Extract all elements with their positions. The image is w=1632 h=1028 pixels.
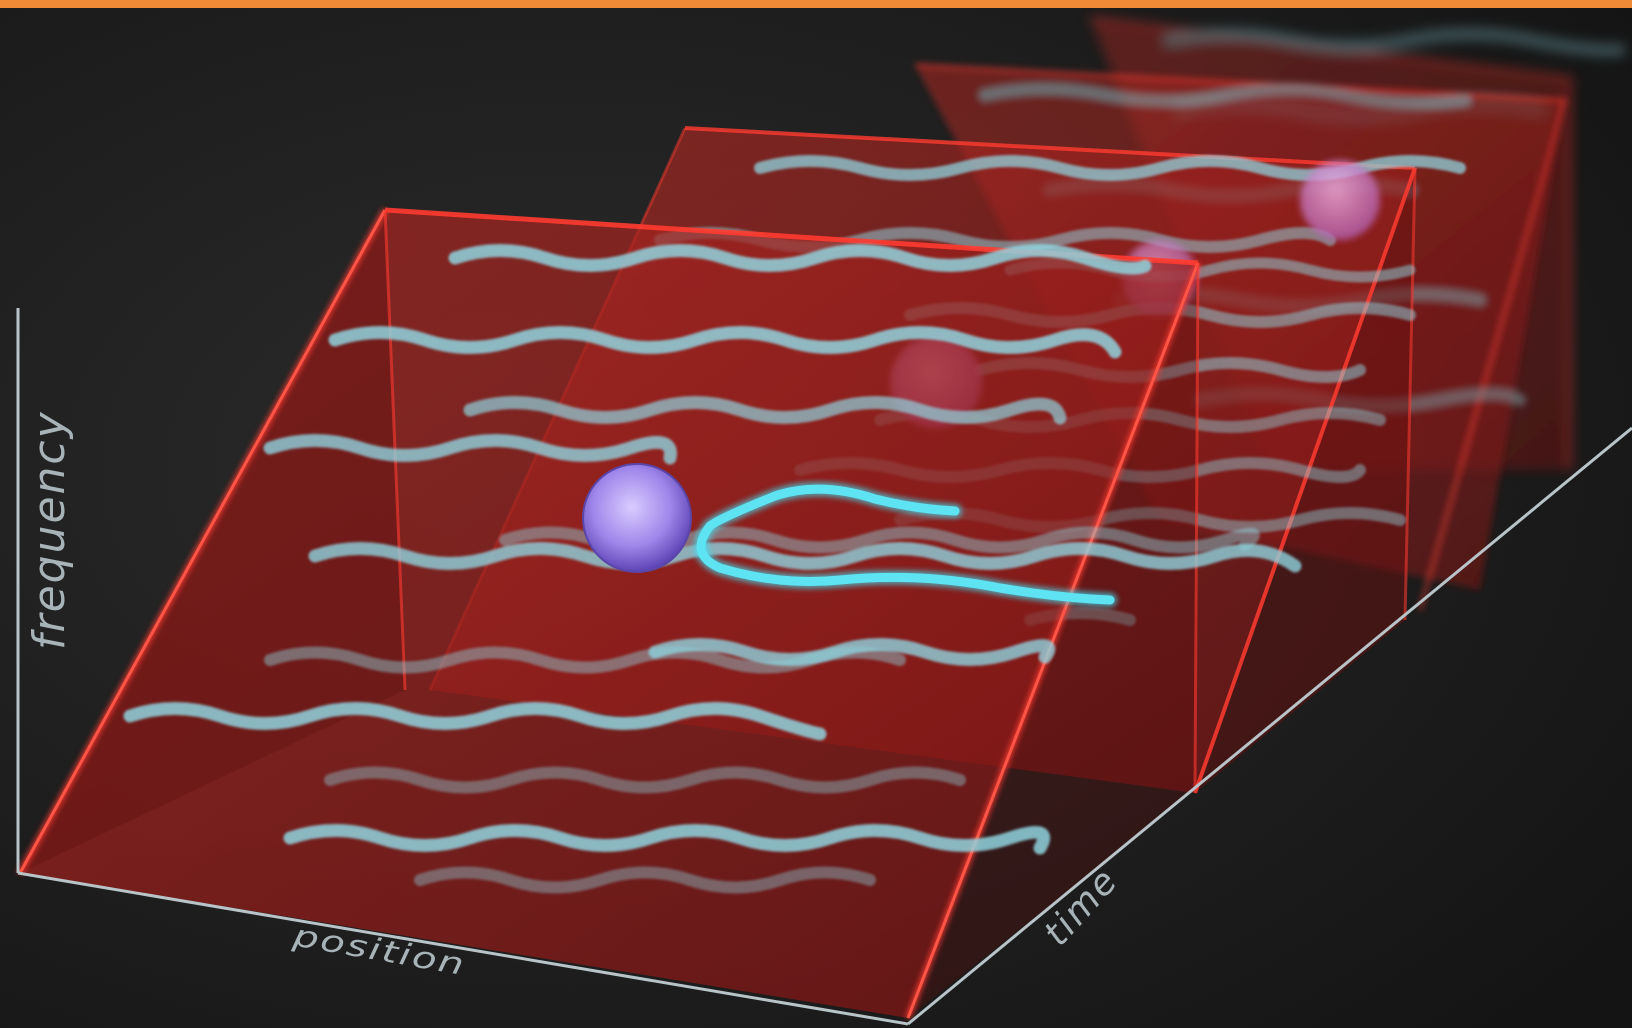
wave-line [463, 396, 1067, 425]
wave-line [123, 702, 827, 741]
particle-near [582, 463, 692, 573]
wave-packet-diagram: frequency position time [0, 8, 1632, 1028]
wave-line [324, 766, 966, 794]
wave-line [283, 824, 1051, 855]
wave-line [448, 244, 1152, 275]
time-axis-line [907, 426, 1632, 1026]
particle-far [1300, 160, 1380, 240]
wave-line-highlight [694, 482, 1117, 607]
wave-line [263, 434, 677, 465]
frequency-axis-label: frequency [24, 410, 75, 650]
wave-lines [123, 244, 1302, 894]
wave-line [264, 646, 906, 674]
top-accent-bar [0, 0, 1632, 8]
wave-line [328, 326, 1122, 359]
position-axis-line [17, 871, 909, 1026]
axes [16, 308, 1632, 1026]
wave-line [648, 638, 1056, 666]
wave-line [308, 542, 1302, 573]
wave-line [414, 866, 876, 894]
